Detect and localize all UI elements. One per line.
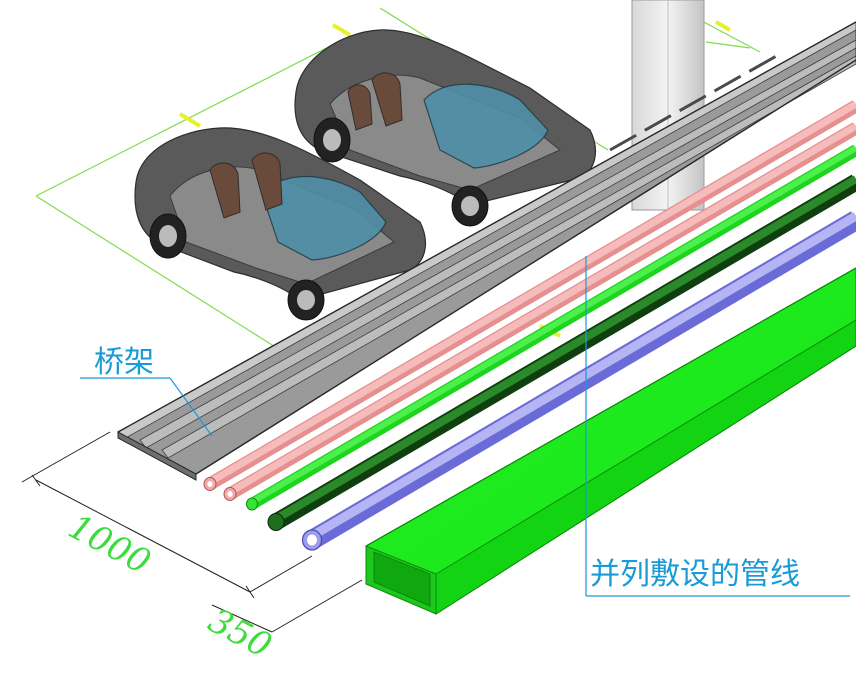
- dimension-lines: [21, 431, 363, 633]
- car-2: [294, 29, 597, 227]
- cable-tray: [116, 21, 856, 481]
- pipes-leader: [585, 256, 850, 597]
- blue-pipe: [301, 211, 856, 551]
- pink-pipe-2: [223, 122, 856, 501]
- pink-pipe-1: [203, 100, 856, 491]
- dark-green-pipe: [267, 174, 856, 531]
- car-1: [134, 127, 427, 321]
- tray-label: 桥架: [94, 345, 154, 380]
- green-rectangular-duct: [365, 267, 856, 615]
- spacing-dimension: 350: [202, 601, 278, 667]
- pipes-label: 并列敷设的管线: [590, 557, 800, 592]
- light-green-pipe: [246, 144, 856, 511]
- tray-leader: [80, 377, 213, 437]
